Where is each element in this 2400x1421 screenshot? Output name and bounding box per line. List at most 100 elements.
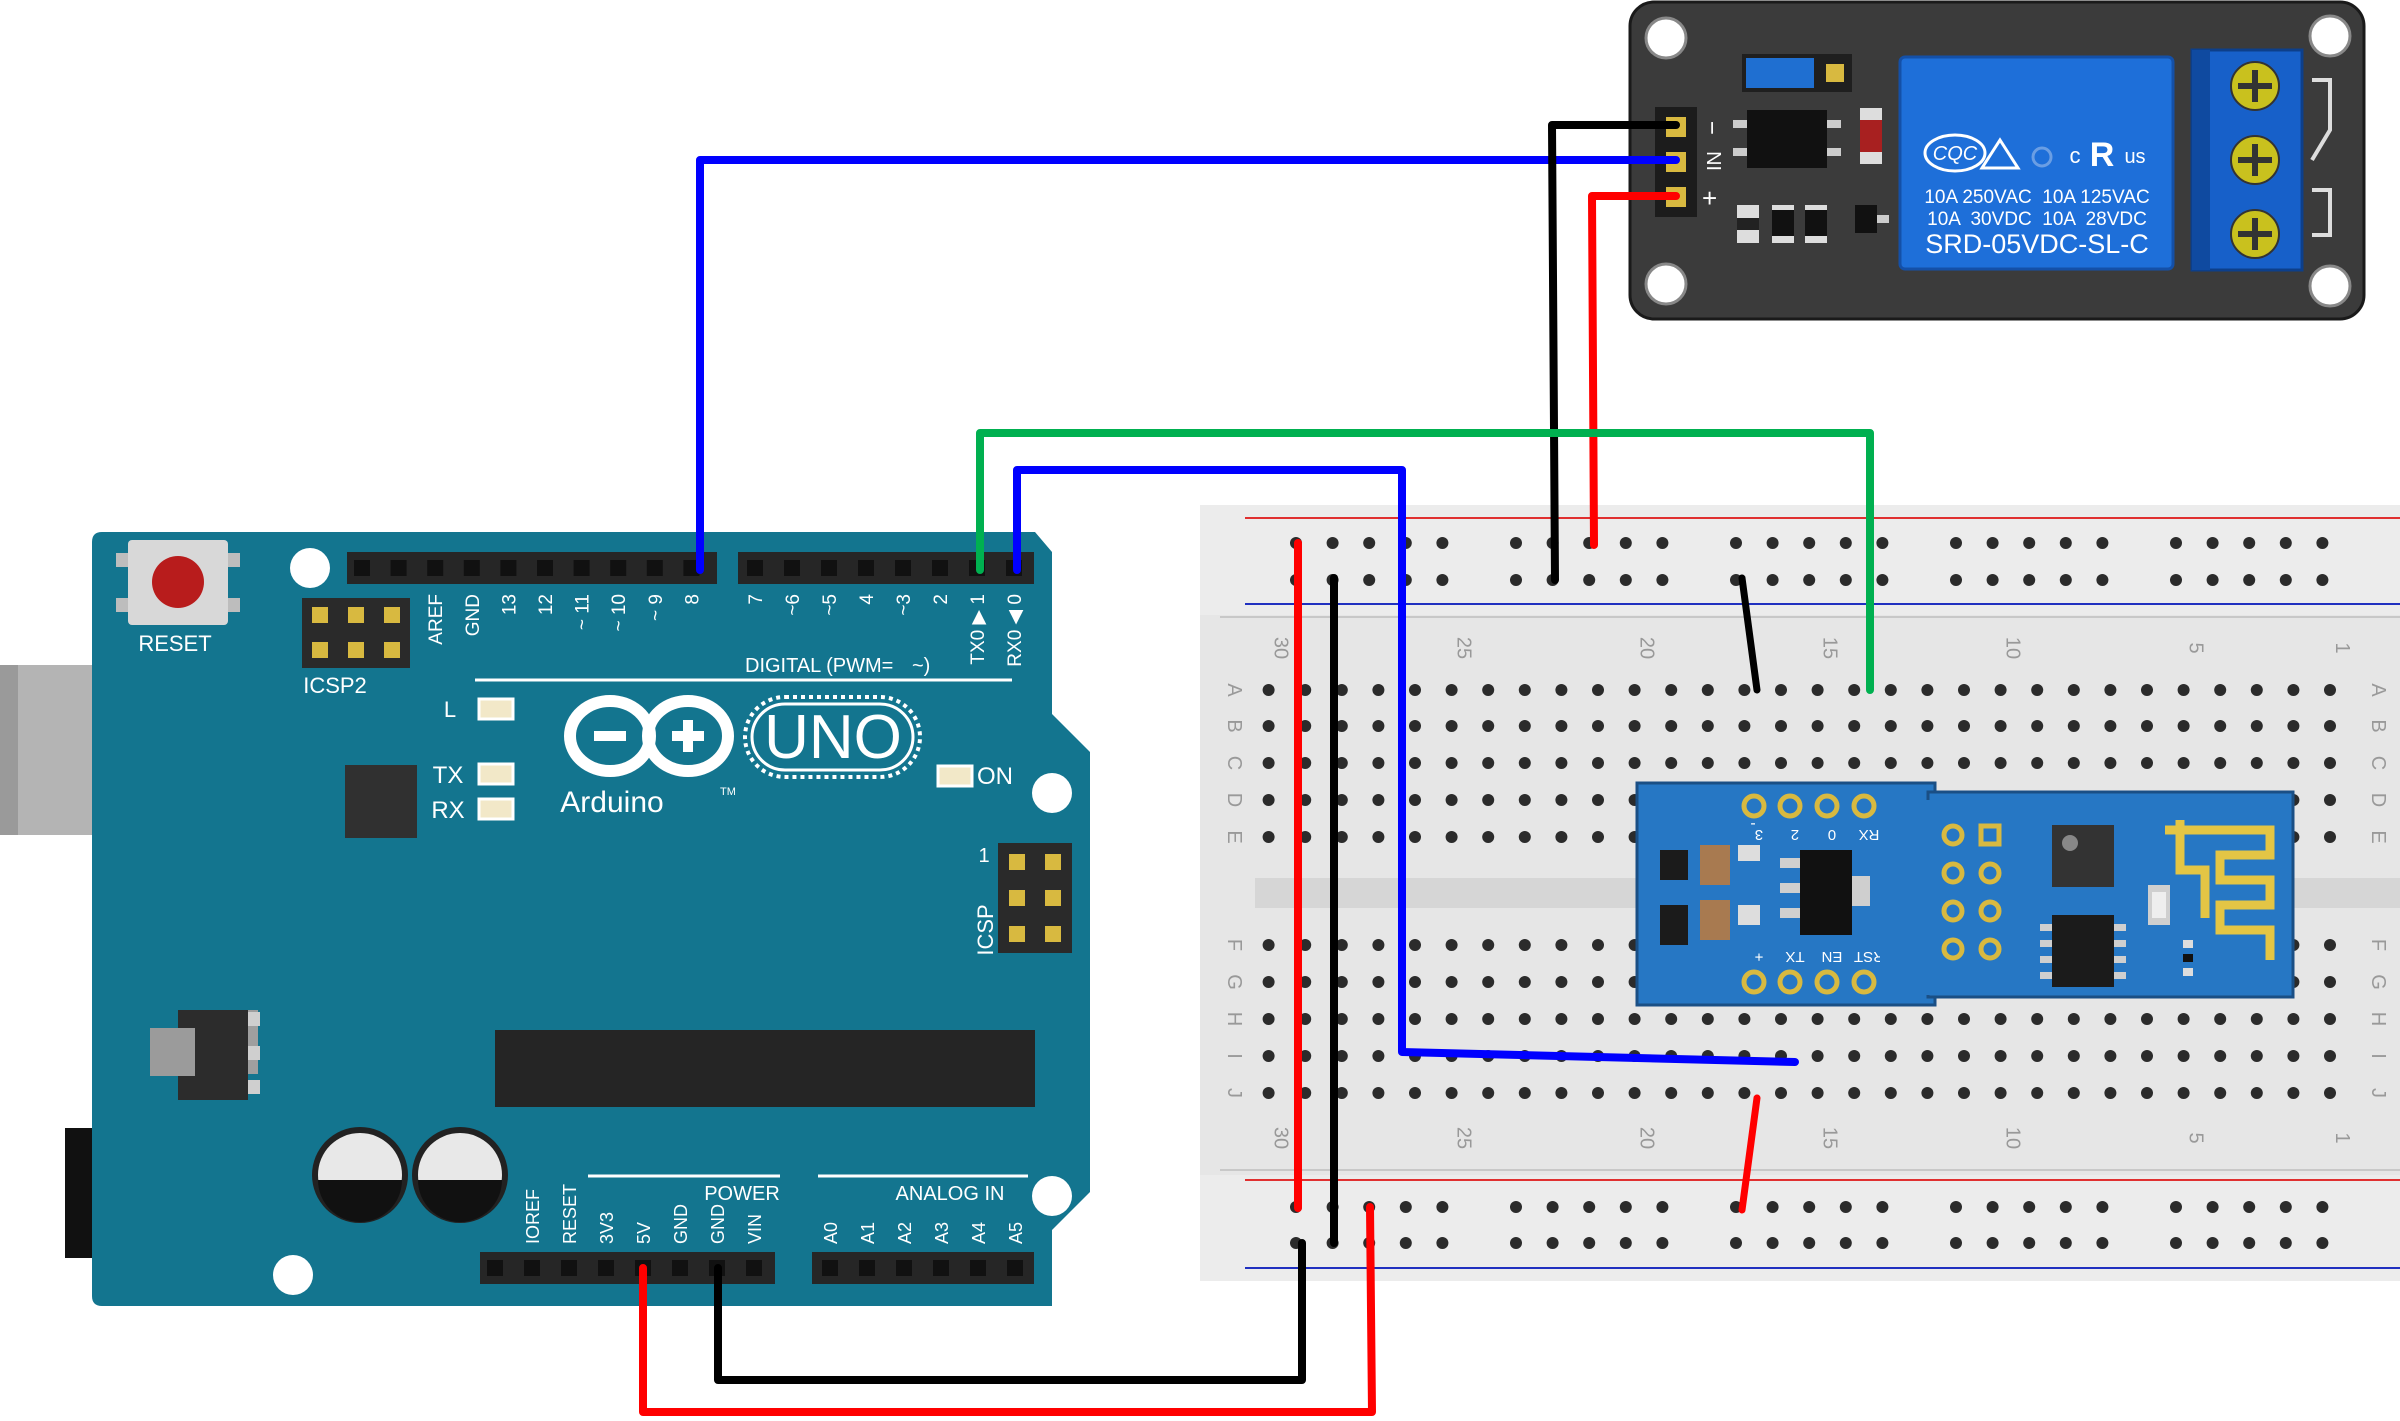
esp-pin	[1777, 793, 1803, 819]
breadboard-hole	[2324, 1013, 2336, 1025]
header-pin[interactable]	[463, 560, 480, 576]
header-pin[interactable]	[573, 560, 590, 576]
header-pin[interactable]	[390, 560, 407, 576]
reset-button-cap[interactable]	[152, 556, 204, 608]
rail-hole	[1583, 1237, 1596, 1249]
row-label: G	[2367, 974, 2389, 990]
header-pin[interactable]	[646, 560, 663, 576]
header-pin[interactable]	[683, 560, 700, 576]
header-pin[interactable]	[1007, 1260, 1023, 1276]
breadboard-hole	[1738, 684, 1751, 696]
row-label: J	[2367, 1088, 2389, 1098]
breadboard-hole	[1555, 794, 1568, 806]
row-label: E	[2367, 830, 2389, 843]
breadboard-hole	[1518, 831, 1531, 843]
rail-hole	[1986, 1237, 1999, 1249]
breadboard-hole	[2214, 720, 2227, 732]
header-pin[interactable]	[859, 1260, 875, 1276]
rail-hole	[1986, 1201, 1999, 1213]
header-pin[interactable]	[970, 1260, 986, 1276]
transistor	[1855, 205, 1877, 233]
rail-hole	[2243, 1237, 2256, 1249]
esp-adapter-pins	[1741, 793, 1877, 995]
header-pin[interactable]	[354, 560, 370, 576]
header-pin[interactable]	[524, 1260, 540, 1276]
rail-hole	[1656, 574, 1669, 586]
digital-pin-label: 12	[536, 594, 557, 615]
header-pin[interactable]	[933, 1260, 949, 1276]
header-pin[interactable]	[537, 560, 553, 576]
header-pin[interactable]	[746, 1260, 762, 1276]
esp8266-pin	[1941, 899, 1965, 923]
header-pin[interactable]	[500, 560, 517, 576]
breadboard-hole	[1262, 1087, 1275, 1099]
rail-hole	[1986, 537, 1999, 549]
cqc-icon	[1923, 133, 1987, 173]
breadboard-hole	[1518, 1087, 1531, 1099]
mounting-hole	[290, 548, 330, 588]
breadboard-hole	[1811, 720, 1824, 732]
breadboard-hole	[2031, 757, 2044, 769]
breadboard-hole	[1811, 1087, 1824, 1099]
header-pin[interactable]	[932, 560, 948, 576]
header-pin[interactable]	[896, 1260, 912, 1276]
digital-pin-label: 7	[746, 594, 767, 605]
breadboard-hole	[1592, 757, 1604, 769]
breadboard-hole	[1518, 684, 1531, 696]
breadboard-hole	[2141, 1050, 2153, 1062]
smd-part	[2183, 940, 2193, 948]
header-pin[interactable]	[858, 560, 874, 576]
row-label: D	[2367, 793, 2389, 807]
logo-minus-icon	[594, 731, 626, 741]
icsp-pin	[1009, 854, 1025, 870]
esp-top-pin-label: 0	[1828, 826, 1836, 843]
rail-hole	[2170, 1201, 2182, 1213]
header-pin[interactable]	[784, 560, 800, 576]
digital-pin-label: ~ 10	[609, 594, 630, 632]
esp8266-pin	[1941, 861, 1965, 885]
column-number-bottom: 1	[2331, 1132, 2353, 1143]
header-pin[interactable]	[672, 1260, 688, 1276]
breadboard-hole	[2067, 720, 2080, 732]
breadboard-hole	[2031, 720, 2044, 732]
row-label: F	[2367, 939, 2389, 951]
rail-hole	[1436, 1237, 1449, 1249]
icsp2-label: ICSP2	[303, 673, 367, 698]
breadboard-hole	[1738, 757, 1751, 769]
smd-capacitor	[1700, 845, 1730, 885]
voltage-regulator-body	[150, 1028, 195, 1076]
breadboard-hole	[1445, 684, 1458, 696]
breadboard-hole	[1738, 1013, 1751, 1025]
breadboard-hole	[1701, 1013, 1714, 1025]
power-pin-label: GND	[708, 1204, 728, 1244]
cert-us: us	[2124, 146, 2145, 168]
row-label: C	[1223, 756, 1245, 770]
header-pin[interactable]	[610, 560, 627, 576]
header-pin[interactable]	[427, 560, 444, 576]
breadboard-hole	[1482, 976, 1495, 988]
header-pin[interactable]	[895, 560, 911, 576]
breadboard-hole	[1811, 1050, 1824, 1062]
rail-hole	[1363, 574, 1376, 586]
mounting-hole	[273, 1255, 313, 1295]
rail-hole	[2096, 1201, 2109, 1213]
header-pin[interactable]	[747, 560, 763, 576]
header-pin[interactable]	[598, 1260, 614, 1276]
rail-hole	[2279, 1201, 2292, 1213]
breadboard-hole	[1848, 720, 1861, 732]
breadboard-hole	[1811, 1013, 1824, 1025]
header-pin[interactable]	[821, 560, 837, 576]
breadboard-hole	[1958, 1013, 1970, 1025]
esp-pin	[1741, 793, 1767, 819]
breadboard-hole	[1482, 757, 1495, 769]
rail-hole	[1546, 1237, 1559, 1249]
header-pin[interactable]	[561, 1260, 577, 1276]
column-number-bottom: 10	[2002, 1127, 2024, 1149]
header-pin[interactable]	[822, 1260, 838, 1276]
icsp2-pin	[348, 607, 364, 623]
breadboard-hole	[1884, 1087, 1897, 1099]
smd-part	[1738, 905, 1760, 925]
header-pin[interactable]	[487, 1260, 503, 1276]
breadboard-hole	[1445, 720, 1458, 732]
